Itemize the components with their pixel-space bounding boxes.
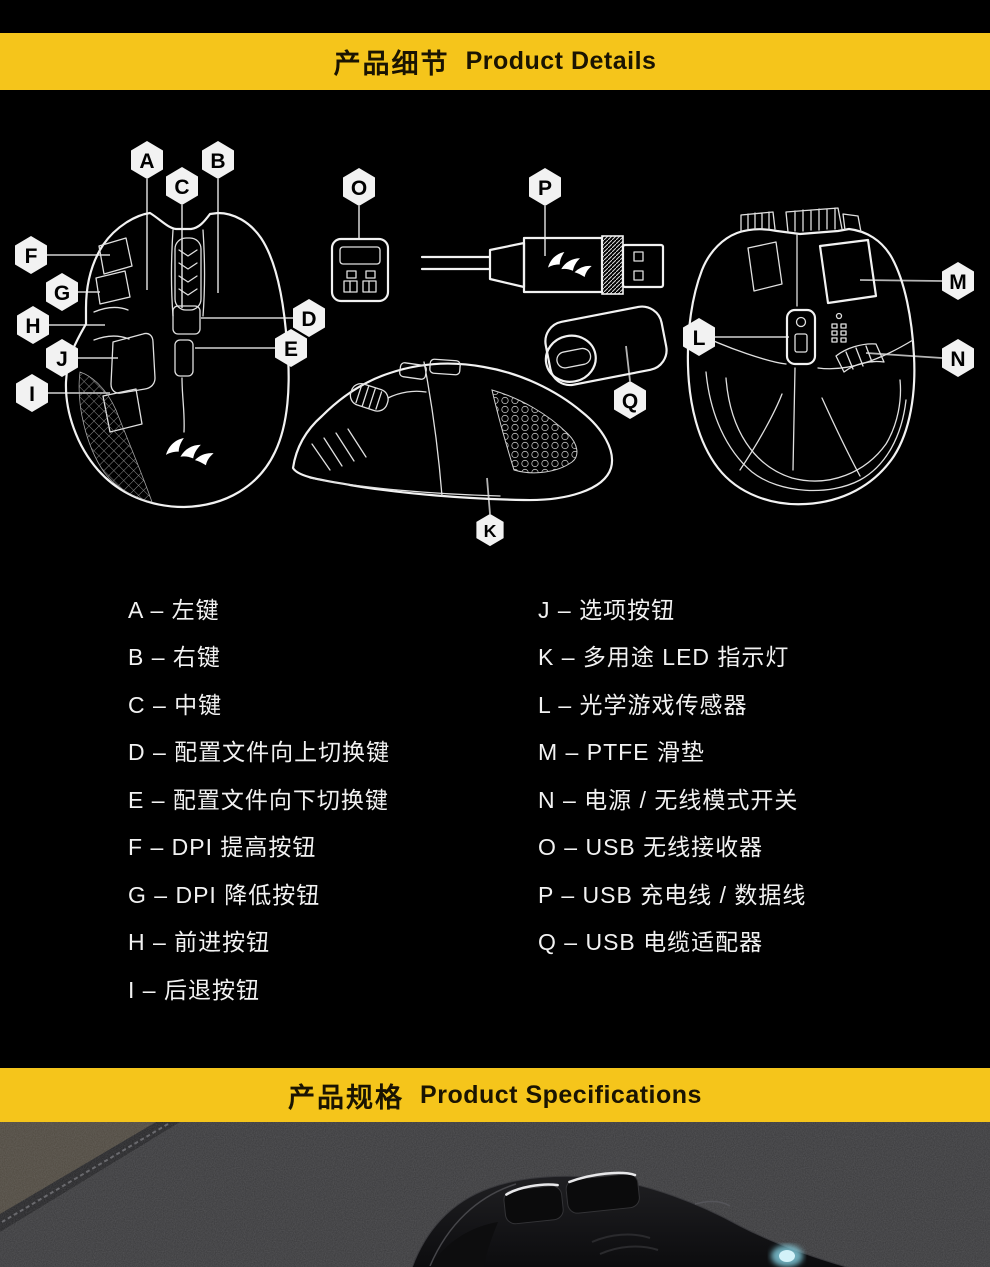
legend-item: H – 前进按钮 <box>128 929 271 956</box>
svg-text:E: E <box>284 338 298 361</box>
callout-hex-a: A <box>131 141 163 179</box>
product-callout-diagram: A B C D E F G H J I <box>15 141 974 547</box>
callout-hex-m: M <box>942 262 974 300</box>
legend-item: F – DPI 提高按钮 <box>128 834 317 861</box>
side-grip-texture <box>491 389 578 474</box>
svg-text:H: H <box>25 315 40 338</box>
callout-hex-e: E <box>275 329 307 367</box>
mouse-side-view-diagram <box>291 358 614 502</box>
svg-text:C: C <box>174 176 189 199</box>
thumb-ridges <box>591 1233 659 1255</box>
corsair-sails-logo-cable <box>548 252 592 277</box>
callout-hex-g: G <box>46 273 78 311</box>
legend-item: M – PTFE 滑垫 <box>538 739 705 766</box>
product-photo <box>0 1122 990 1267</box>
callout-hex-i: I <box>16 374 48 412</box>
callout-hex-d: D <box>293 299 325 337</box>
svg-text:J: J <box>56 348 68 371</box>
banner-details-en: Product Details <box>465 47 657 75</box>
banner-specs-zh: 产品规格 <box>288 1082 405 1113</box>
corsair-logo-glow <box>771 1245 803 1267</box>
mouse-buttons <box>503 1171 640 1225</box>
legend-item: E – 配置文件向下切换键 <box>128 786 389 813</box>
corsair-sails-logo <box>166 438 214 466</box>
callout-badges: A B C D E F G H J I <box>15 141 974 547</box>
section-banner-product-details: 产品细节 Product Details <box>0 33 990 90</box>
svg-text:L: L <box>693 327 706 350</box>
section-banner-product-specifications: 产品规格 Product Specifications <box>0 1068 990 1122</box>
callout-hex-c: C <box>166 167 198 205</box>
svg-text:B: B <box>210 150 225 173</box>
legend-item: B – 右键 <box>128 644 221 671</box>
callout-hex-k: K <box>476 513 504 547</box>
callout-hex-b: B <box>202 141 234 179</box>
svg-text:K: K <box>484 521 497 541</box>
legend-item: J – 选项按钮 <box>538 596 676 623</box>
usb-a-plug <box>621 243 665 289</box>
photo-mouse <box>411 1171 849 1267</box>
svg-text:A: A <box>139 150 154 173</box>
callout-hex-l: L <box>683 318 715 356</box>
mouse-top-view-diagram <box>64 211 290 509</box>
ptfe-pad-small <box>747 241 783 292</box>
forward-button <box>93 306 130 341</box>
callout-hex-p: P <box>529 168 561 206</box>
power-mode-switch <box>835 343 885 373</box>
legend-item: Q – USB 电缆适配器 <box>538 929 764 956</box>
usb-cable-diagram <box>420 235 665 295</box>
profile-up-button <box>172 305 201 335</box>
legend-column-right: J – 选项按钮 K – 多用途 LED 指示灯 L – 光学游戏传感器 M –… <box>538 584 806 964</box>
callout-hex-q: Q <box>614 381 646 419</box>
svg-text:M: M <box>949 271 967 294</box>
side-scroll-wheel <box>349 382 389 412</box>
banner-details-zh: 产品细节 <box>333 49 450 79</box>
legend-item: G – DPI 降低按钮 <box>128 881 321 908</box>
body-seam-highlight <box>694 1200 731 1207</box>
svg-text:P: P <box>538 177 552 200</box>
legend-column-left: A – 左键 B – 右键 C – 中键 D – 配置文件向上切换键 E – 配… <box>128 584 390 1012</box>
svg-text:F: F <box>25 245 38 268</box>
legend-item: O – USB 无线接收器 <box>538 834 764 861</box>
mouse-bottom-view-diagram <box>686 207 916 506</box>
legend-item: P – USB 充电线 / 数据线 <box>538 881 807 908</box>
callout-hex-n: N <box>942 339 974 377</box>
legend-item: N – 电源 / 无线模式开关 <box>538 786 799 813</box>
callout-hex-h: H <box>17 306 49 344</box>
usb-adapter-diagram <box>544 305 668 387</box>
svg-text:Q: Q <box>622 390 638 413</box>
callout-hex-f: F <box>15 236 47 274</box>
legend-item: I – 后退按钮 <box>128 976 260 1003</box>
dpi-down-button <box>95 270 131 305</box>
dpi-up-button <box>98 237 133 275</box>
svg-text:O: O <box>351 177 367 200</box>
legend-item: L – 光学游戏传感器 <box>538 691 748 718</box>
svg-text:D: D <box>301 308 316 331</box>
callout-hex-j: J <box>46 339 78 377</box>
product-label-marks <box>831 312 847 343</box>
ptfe-pad-large <box>818 238 878 305</box>
profile-down-button <box>174 339 194 377</box>
scroll-wheel <box>174 237 202 311</box>
banner-specs-en: Product Specifications <box>420 1080 702 1109</box>
legend-item: A – 左键 <box>128 596 220 623</box>
usb-receiver-diagram <box>330 237 390 303</box>
mouse-front-piece <box>430 1222 498 1267</box>
svg-text:G: G <box>54 282 70 305</box>
legend-item: D – 配置文件向上切换键 <box>128 739 391 766</box>
thumb-grip-texture <box>78 371 153 503</box>
svg-text:I: I <box>29 383 35 406</box>
svg-text:N: N <box>950 348 965 371</box>
legend-item: K – 多用途 LED 指示灯 <box>538 644 790 671</box>
callout-hex-o: O <box>343 168 375 206</box>
legend-item: C – 中键 <box>128 691 223 718</box>
optical-sensor <box>785 308 817 366</box>
options-button <box>110 332 156 394</box>
